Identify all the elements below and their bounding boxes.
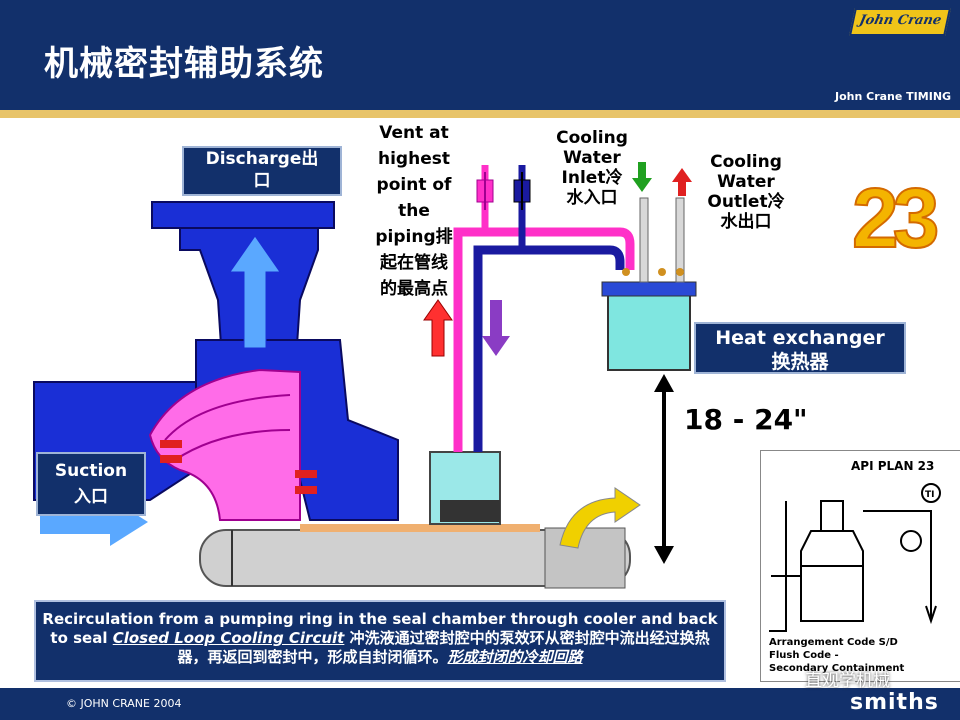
cooling-inlet-line: Cooling: [556, 128, 628, 148]
cooling-outlet-label: Cooling Water Outlet冷 水出口: [696, 152, 796, 232]
closed-loop-term-cn: 形成封闭的冷却回路: [447, 648, 583, 666]
cooling-outlet-line: Cooling: [710, 152, 782, 172]
temperature-indicator-label: TI: [925, 490, 935, 500]
vent-valve-icon: [513, 172, 531, 210]
footer-bar: [0, 688, 960, 720]
cooling-outlet-line: 水出口: [720, 212, 772, 232]
api-schematic: TI: [769, 483, 941, 632]
api-plan-panel: API PLAN 23 TI Arrangement Code S/D Flus…: [760, 450, 960, 682]
suction-label-line: 入口: [74, 487, 108, 507]
cooling-inlet-line: Water: [563, 148, 621, 168]
closed-loop-term: Closed Loop Cooling Circuit: [112, 629, 345, 647]
suction-label-line: Suction: [54, 461, 128, 481]
description-text: Recirculation from a pumping ring in the…: [42, 610, 718, 647]
copyright-text: © JOHN CRANE 2004: [66, 697, 182, 710]
api-plan-title: API PLAN 23: [851, 459, 935, 473]
discharge-label-line: 口: [253, 171, 271, 191]
discharge-label: Discharge出 口: [182, 146, 342, 196]
distance-label: 18 - 24": [684, 403, 808, 436]
header-bar: [0, 0, 960, 110]
return-loop-piping: [473, 245, 625, 452]
api-line: Flush Code -: [769, 650, 839, 661]
cooling-outlet-line: Water: [717, 172, 775, 192]
header-stripe: [0, 110, 960, 118]
api-line: Arrangement Code S/D: [769, 637, 898, 648]
smiths-logo: smiths: [850, 690, 939, 715]
discharge-label-line: Discharge出: [205, 149, 319, 169]
cooling-outlet-line: Outlet冷: [707, 192, 785, 212]
vent-label: Vent at highest point of the piping排 起在管…: [366, 120, 462, 302]
rotation-arrow: [559, 487, 641, 549]
down-flow-arrow: [482, 300, 510, 356]
discharge-flow-arrow: [229, 235, 281, 349]
vent-valve-icon: [476, 172, 494, 210]
vent-label-line: 起在管线: [380, 253, 448, 273]
hot-loop-piping: [453, 227, 635, 452]
cooling-inlet-arrow: [632, 162, 652, 192]
up-flow-arrow: [423, 299, 453, 357]
description-text-cn: 冲洗液通过密封腔中的泵效环从密封腔中流出经过换热器，再返回到密封中，形成自封闭循…: [177, 629, 710, 666]
heat-exchanger-label-line: 换热器: [771, 351, 829, 373]
vent-label-line: 的最高点: [380, 279, 448, 299]
plan-number: 23: [851, 170, 940, 266]
vent-label-line: piping排: [375, 227, 453, 247]
vent-label-line: Vent at: [379, 123, 449, 143]
cooling-inlet-line: 水入口: [566, 188, 618, 208]
page-title: 机械密封辅助系统: [44, 44, 324, 84]
suction-label: Suction 入口: [36, 452, 146, 516]
description-box: Recirculation from a pumping ring in the…: [34, 600, 726, 682]
watermark-text: 直观学机械: [805, 671, 890, 691]
vent-label-line: the: [398, 201, 430, 221]
heat-exchanger-label: Heat exchanger 换热器: [694, 322, 906, 374]
api-line: Secondary Containment: [769, 663, 905, 674]
distance-arrow-icon: [654, 374, 674, 564]
heat-exchanger: [607, 287, 691, 371]
vent-label-line: point of: [376, 175, 452, 195]
cooling-inlet-line: Inlet冷: [561, 168, 623, 188]
logo-subtitle: John Crane TIMING: [835, 90, 952, 103]
discharge-flange: [151, 201, 335, 229]
cooling-outlet-arrow: [672, 168, 692, 196]
cooling-inlet-label: Cooling Water Inlet冷 水入口: [544, 128, 640, 208]
heat-exchanger-label-line: Heat exchanger: [715, 327, 885, 349]
vent-label-line: highest: [378, 149, 450, 169]
